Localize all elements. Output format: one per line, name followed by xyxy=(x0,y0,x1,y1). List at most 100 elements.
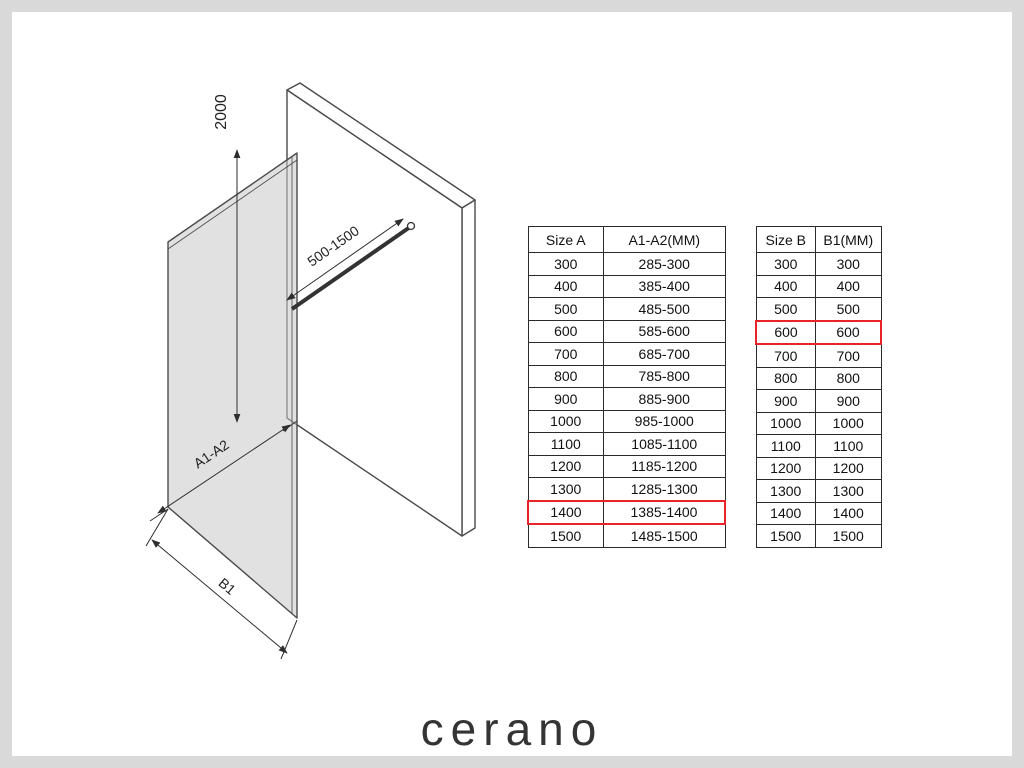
table-cell: 685-700 xyxy=(603,342,726,366)
table-cell: 1085-1100 xyxy=(603,432,726,456)
column-header: B1(MM) xyxy=(815,226,882,253)
table-cell: 385-400 xyxy=(603,274,726,298)
table-cell: 1385-1400 xyxy=(603,499,726,525)
table-cell: 1000 xyxy=(815,411,882,435)
wall-front-face xyxy=(286,89,463,537)
table-cell: 500 xyxy=(527,297,604,321)
table-cell: 1000 xyxy=(755,411,816,435)
table-cell: 800 xyxy=(755,366,816,390)
column-header: Size A xyxy=(527,226,604,253)
table-cell: 1100 xyxy=(755,434,816,458)
table-cell: 1000 xyxy=(527,409,604,433)
dimension-lines xyxy=(145,149,404,660)
table-cell: 500 xyxy=(815,297,882,321)
table-cell: 1285-1300 xyxy=(603,477,726,501)
dim-width-b-line xyxy=(151,539,288,654)
table-cell: 1400 xyxy=(527,499,604,525)
dim-bar-line xyxy=(286,218,404,301)
table-cell: 1200 xyxy=(527,454,604,478)
wall-side-face xyxy=(461,199,476,537)
column-header: A1-A2(MM) xyxy=(603,226,726,253)
table-cell: 900 xyxy=(527,387,604,411)
table-cell: 800 xyxy=(527,364,604,388)
wall xyxy=(286,82,476,537)
brand-logo: cerano xyxy=(420,703,604,755)
table-cell: 600 xyxy=(755,319,816,345)
table-cell: 600 xyxy=(527,319,604,343)
support-bar-wall-mount xyxy=(406,221,416,231)
dim-width-b-label: B1 xyxy=(216,575,240,598)
table-cell: 1400 xyxy=(815,501,882,525)
table-cell: 1485-1500 xyxy=(603,523,726,548)
table-cell: 700 xyxy=(527,342,604,366)
dim-height-label: 2000 xyxy=(213,94,230,130)
table-cell: 1500 xyxy=(815,524,882,548)
table-cell: 300 xyxy=(815,252,882,276)
table-cell: 1400 xyxy=(755,501,816,525)
table-cell: 1200 xyxy=(815,456,882,480)
table-cell: 585-600 xyxy=(603,319,726,343)
table-cell: 600 xyxy=(815,319,882,345)
table-cell: 900 xyxy=(815,389,882,413)
dim-width-a-line xyxy=(157,424,291,514)
table-cell: 400 xyxy=(527,274,604,298)
table-cell: 1500 xyxy=(755,524,816,548)
table-cell: 900 xyxy=(755,389,816,413)
table-cell: 400 xyxy=(755,274,816,298)
table-cell: 300 xyxy=(527,252,604,276)
table-cell: 485-500 xyxy=(603,297,726,321)
table-cell: 1100 xyxy=(815,434,882,458)
table-cell: 1100 xyxy=(527,432,604,456)
table-cell: 1200 xyxy=(755,456,816,480)
table-cell: 800 xyxy=(815,366,882,390)
table-cell: 700 xyxy=(755,343,816,368)
table-cell: 700 xyxy=(815,343,882,368)
table-cell: 785-800 xyxy=(603,364,726,388)
table-cell: 285-300 xyxy=(603,252,726,276)
table-cell: 400 xyxy=(815,274,882,298)
table-cell: 300 xyxy=(755,252,816,276)
table-cell: 985-1000 xyxy=(603,409,726,433)
glass-panel xyxy=(167,152,298,619)
table-cell: 1300 xyxy=(527,477,604,501)
table-cell: 1300 xyxy=(815,479,882,503)
table-cell: 1185-1200 xyxy=(603,454,726,478)
table-cell: 500 xyxy=(755,297,816,321)
table-cell: 885-900 xyxy=(603,387,726,411)
column-header: Size B xyxy=(755,226,816,253)
technical-drawing: 2000 500-1500 A1-A2 B1 xyxy=(145,82,476,660)
table-cell: 1500 xyxy=(527,523,604,548)
